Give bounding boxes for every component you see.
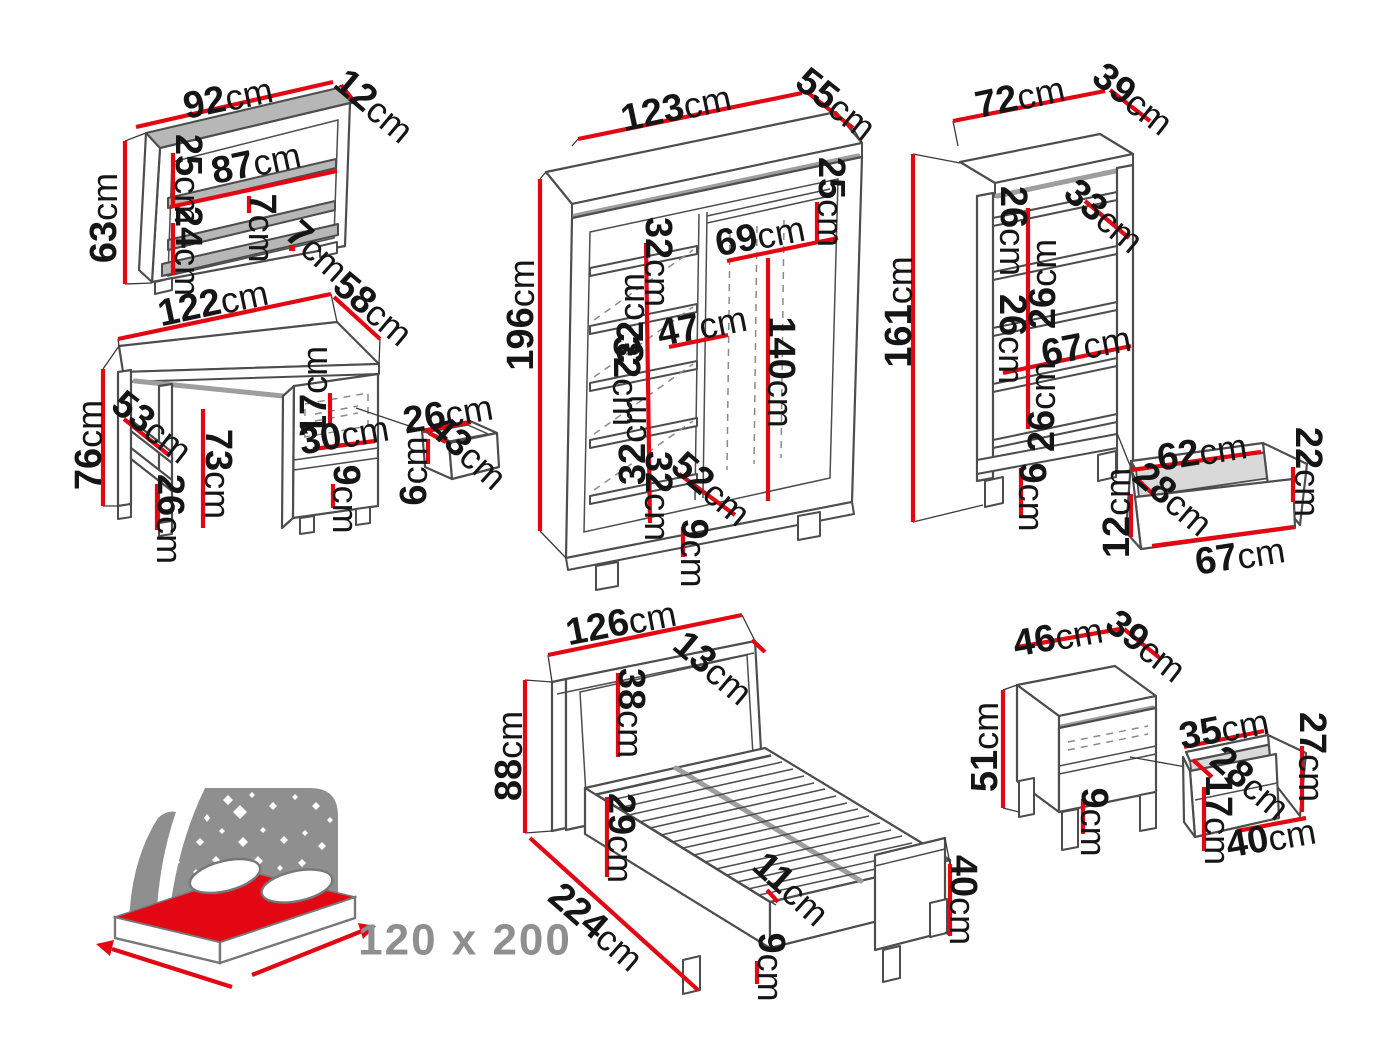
dim-bed-height: 88cm: [488, 711, 530, 801]
dim-bookcase-gap2: 26cm: [1022, 239, 1064, 329]
dim-desk-leg: 26cm: [149, 474, 191, 564]
dim-wardrobe-gap3: 32cm: [605, 336, 647, 426]
dim-shelf-height: 63cm: [83, 173, 125, 263]
dim-desk-drawer-width: 26cm: [400, 385, 496, 442]
dim-wardrobe-gap1: 32cm: [637, 217, 679, 307]
dim-desk-plinth: 9cm: [325, 464, 367, 533]
dim-wardrobe-right-width: 69cm: [712, 207, 809, 265]
dim-bookcase-height: 161cm: [878, 256, 920, 367]
dim-desk-cabinet-width: 30cm: [296, 406, 392, 463]
dim-bed-headboard-panel: 38cm: [610, 668, 652, 758]
dim-bookcase-plinth: 9cm: [1011, 462, 1053, 531]
dim-shelf-width: 92cm: [179, 68, 276, 128]
dim-shelf-inner-width: 87cm: [207, 133, 304, 193]
bed-size-icon: 120 x 200: [96, 788, 572, 990]
dim-bookcase-gap3: 26cm: [991, 294, 1033, 384]
dim-nightstand-drawer-bottom: 40cm: [1223, 809, 1319, 866]
nightstand-drawing: 46cm 39cm 51cm 9cm: [964, 602, 1194, 857]
dim-nightstand-height: 51cm: [964, 702, 1006, 792]
dim-wardrobe-left-width: 47cm: [654, 297, 751, 355]
dim-desk-drawer-height: 6cm: [393, 436, 435, 505]
desk-drawer-drawing: 26cm 43cm 6cm: [393, 385, 515, 506]
dim-bookcase-drawer-bottom: 67cm: [1192, 528, 1288, 584]
dim-nightstand-drawer-width: 35cm: [1176, 700, 1273, 758]
mattress-size-label: 120 x 200: [358, 916, 572, 965]
dim-desk-height: 76cm: [68, 400, 110, 490]
dim-bookcase-drawer-side: 12cm: [1096, 468, 1138, 558]
dim-desk-drawer-front: 17cm: [293, 346, 335, 436]
dim-bookcase-width: 72cm: [971, 67, 1068, 127]
dim-shelf-lower-gap: 24cm: [167, 206, 209, 296]
wall-shelf-drawing: 92cm 12cm 63cm 25cm 87cm 7cm 24cm 7cm: [83, 61, 422, 296]
dim-bookcase-gap4: 26cm: [1021, 362, 1063, 452]
dim-desk-clearance: 73cm: [197, 429, 239, 519]
dim-wardrobe-gap5: 32cm: [637, 451, 679, 541]
dim-bookcase-inner-width: 67cm: [1038, 317, 1135, 375]
dim-bed-leg: 9cm: [750, 932, 792, 1001]
dim-nightstand-width: 46cm: [1010, 608, 1106, 665]
dim-bookcase-depth: 39cm: [1084, 55, 1181, 144]
dim-shelf-top-gap: 25cm: [167, 134, 209, 224]
dim-bookcase-drawer-width: 62cm: [1154, 424, 1250, 480]
dim-nightstand-drawer-inner: 17cm: [1197, 775, 1239, 865]
dim-wardrobe-height: 196cm: [500, 259, 542, 370]
bookcase-drawing: 72cm 39cm 161cm 33cm 26cm 26cm 26cm 26cm…: [878, 55, 1181, 532]
dim-bookcase-gap1: 26cm: [992, 186, 1034, 276]
dim-wardrobe-gap2: 32cm: [610, 273, 652, 363]
dim-bed-width: 126cm: [562, 592, 679, 654]
dim-wardrobe-hanging: 140cm: [760, 316, 802, 427]
desk-drawing: 122cm 58cm 76cm 53cm 73cm 26cm 17cm 30cm…: [68, 264, 425, 564]
dim-shelf-gap: 7cm: [241, 193, 283, 262]
dim-wardrobe-plinth: 9cm: [673, 518, 715, 587]
dim-wardrobe-width: 123cm: [617, 76, 735, 140]
nightstand-drawer-drawing: 35cm 27cm 28cm 17cm 40cm: [1176, 700, 1333, 866]
bookcase-drawer-drawing: 62cm 22cm 28cm 12cm 67cm: [1096, 424, 1329, 584]
dim-bookcase-shelf-depth: 33cm: [1056, 171, 1152, 261]
dim-nightstand-drawer-height: 27cm: [1291, 712, 1333, 802]
dim-nightstand-plinth: 9cm: [1073, 787, 1115, 856]
dim-bed-frame: 29cm: [600, 793, 642, 883]
dim-wardrobe-top-gap: 25cm: [810, 157, 852, 247]
dim-bed-footboard: 40cm: [942, 855, 984, 945]
dim-wardrobe-gap4: 32cm: [612, 395, 654, 485]
dim-bookcase-drawer-height: 22cm: [1287, 427, 1329, 517]
bed-drawing: 126cm 13cm 38cm 88cm 29cm 224cm 11cm 40c…: [488, 592, 984, 1001]
wardrobe-drawing: 123cm 55cm 196cm 25cm 69cm 32cm 32cm 32c…: [500, 60, 884, 591]
